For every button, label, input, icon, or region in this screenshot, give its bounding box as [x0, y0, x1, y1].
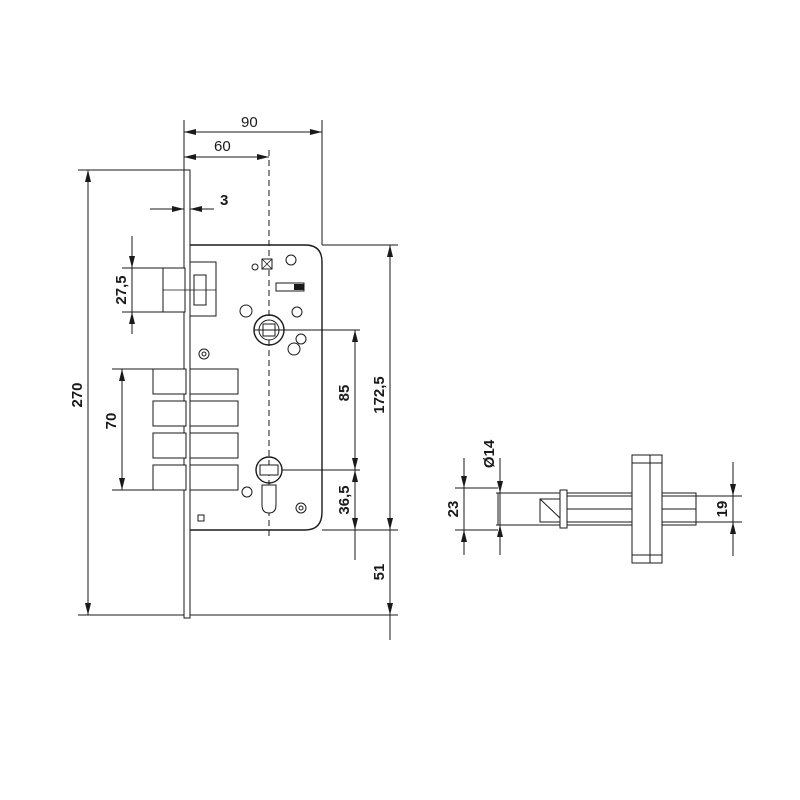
spindle-hub [253, 314, 360, 346]
dim-d14: Ø14 [481, 439, 540, 555]
dim-36-5: 36,5 [322, 470, 362, 560]
dim-19-label: 19 [714, 501, 731, 518]
dim-85-label: 85 [336, 385, 353, 402]
dim-19: 19 [696, 462, 742, 556]
dim-51: 51 [190, 530, 398, 640]
cylinder-hole [197, 456, 360, 522]
dead-bolts [152, 368, 239, 491]
dim-70-label: 70 [103, 413, 120, 430]
dim-70: 70 [103, 368, 153, 491]
dim-172-5: 172,5 [322, 244, 398, 531]
side-spindle [631, 454, 663, 564]
dim-60-label: 60 [214, 138, 231, 155]
dim-27-5-label: 27,5 [113, 275, 130, 304]
dim-3: 3 [150, 192, 228, 212]
front-view: 90 60 3 27,5 [69, 114, 398, 640]
dim-d14-label: Ø14 [481, 439, 498, 468]
latch-bolt [162, 261, 217, 317]
dim-51-label: 51 [371, 564, 388, 581]
dim-270: 270 [69, 169, 184, 616]
side-view: Ø14 23 19 [445, 439, 742, 564]
side-faceplate-edge [559, 489, 568, 529]
dim-3-label: 3 [220, 192, 228, 209]
dim-90: 90 [183, 114, 323, 245]
dim-270-label: 270 [69, 382, 86, 407]
dim-23: 23 [445, 458, 498, 555]
dim-36-5-label: 36,5 [336, 485, 353, 514]
dim-85: 85 [336, 330, 358, 470]
dim-60: 60 [184, 138, 269, 160]
dim-172-5-label: 172,5 [371, 376, 388, 414]
dim-23-label: 23 [445, 501, 462, 518]
lock-case [190, 244, 323, 531]
case-upper-details [198, 254, 307, 360]
dim-90-label: 90 [241, 114, 258, 131]
dim-27-5: 27,5 [113, 236, 163, 334]
